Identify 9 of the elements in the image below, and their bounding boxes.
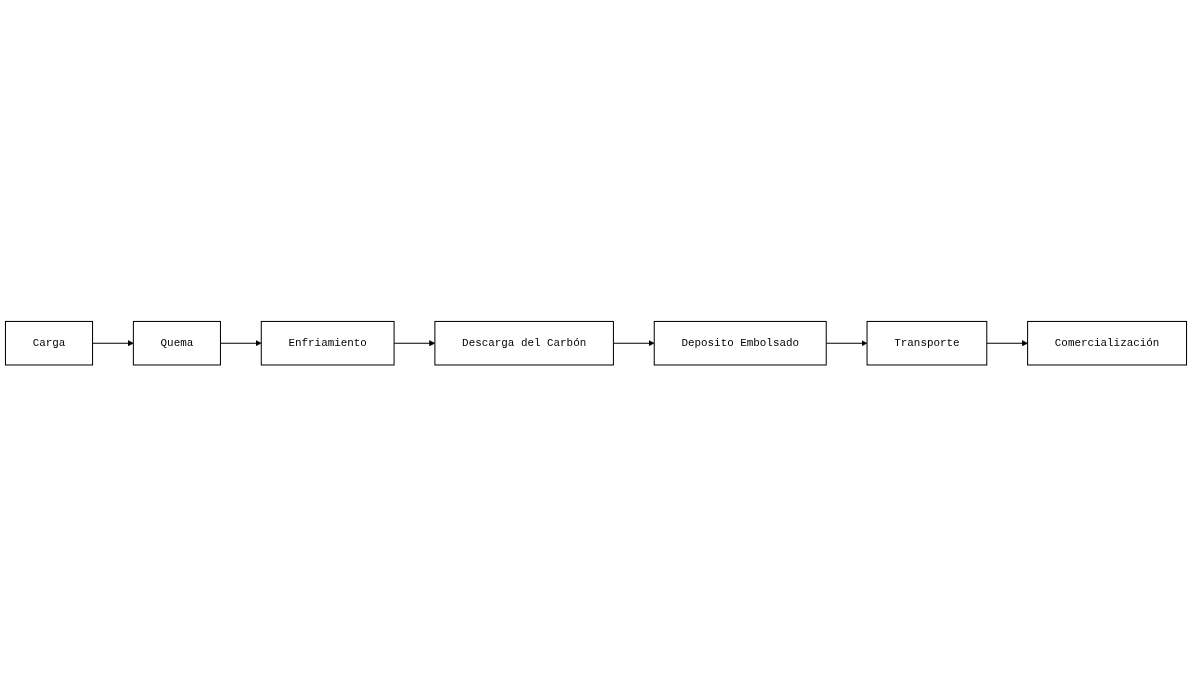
node-box: Descarga del Carbón xyxy=(434,320,614,366)
node-box: Enfriamiento xyxy=(260,320,395,366)
arrow xyxy=(986,340,1028,346)
node-box: Transporte xyxy=(866,320,988,366)
node-box: Quema xyxy=(132,320,221,366)
node-box: Deposito Embolsado xyxy=(653,320,827,366)
node-box: Carga xyxy=(4,320,94,366)
node-box: Comercialización xyxy=(1027,320,1188,366)
arrow xyxy=(92,340,134,346)
